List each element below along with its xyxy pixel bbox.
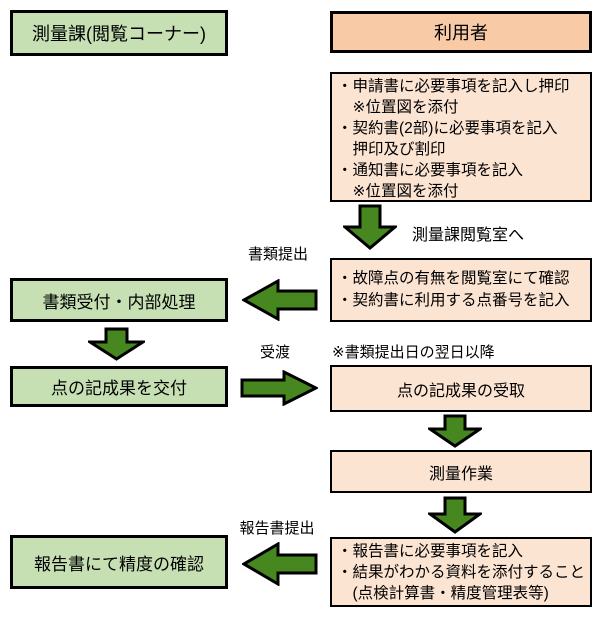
fault-check-box: ・故障点の有無を閲覧室にて確認 ・契約書に利用する点番号を記入 xyxy=(330,258,592,322)
submit-report-label: 報告書提出 xyxy=(239,520,315,537)
accuracy-check-box: 報告書にて精度の確認 xyxy=(10,535,228,589)
handover-label: 受渡 xyxy=(259,344,290,361)
application-line: ・申請書に必要事項を記入し押印 xyxy=(337,78,570,95)
application-line: ※位置図を添付 xyxy=(337,183,459,200)
to-reading-room-label: 測量課閲覧室へ xyxy=(412,227,525,244)
arrow-down-to-reading-room-icon xyxy=(343,204,397,250)
arrow-left-submit-report-icon xyxy=(242,542,318,586)
submit-documents-label: 書類提出 xyxy=(247,246,308,263)
arrow-down-to-report-icon xyxy=(428,496,482,534)
application-line: ・契約書(2部)に必要事項を記入 xyxy=(337,120,558,137)
accuracy-check-label: 報告書にて精度の確認 xyxy=(34,554,204,574)
survey-work-box: 測量作業 xyxy=(330,450,592,493)
surveying-section-header-box: 測量課(閲覧コーナー) xyxy=(10,10,228,56)
report-line: ・結果がわかる資料を添付すること xyxy=(337,564,586,581)
user-header-box: 利用者 xyxy=(330,11,592,53)
report-requirements-box: ・報告書に必要事項を記入 ・結果がわかる資料を添付すること (点検計算書・精度管… xyxy=(330,537,592,607)
application-requirements-box: ・申請書に必要事項を記入し押印 ※位置図を添付 ・契約書(2部)に必要事項を記入… xyxy=(330,72,592,202)
deliver-results-label: 点の記成果を交付 xyxy=(51,379,187,398)
arrow-down-to-survey-icon xyxy=(428,414,482,448)
report-line: (点検計算書・精度管理表等) xyxy=(337,585,549,602)
document-reception-label: 書類受付・内部処理 xyxy=(42,292,196,312)
survey-work-label: 測量作業 xyxy=(428,465,493,483)
fault-check-line: ・契約書に利用する点番号を記入 xyxy=(337,292,570,309)
application-line: ※位置図を添付 xyxy=(337,99,459,116)
arrow-right-handover-icon xyxy=(240,370,318,406)
arrow-down-left-column-icon xyxy=(88,327,145,361)
surveying-section-header-label: 測量課(閲覧コーナー) xyxy=(32,24,206,44)
arrow-left-submit-documents-icon xyxy=(242,279,318,321)
report-line: ・報告書に必要事項を記入 xyxy=(337,543,524,560)
receive-results-label: 点の記成果の受取 xyxy=(396,382,525,400)
application-line: 押印及び割印 xyxy=(337,141,446,158)
application-line: ・通知書に必要事項を記入 xyxy=(337,162,524,179)
deliver-results-box: 点の記成果を交付 xyxy=(10,366,228,407)
receive-results-box: 点の記成果の受取 xyxy=(330,365,592,412)
fault-check-line: ・故障点の有無を閲覧室にて確認 xyxy=(337,270,570,287)
next-day-note-label: ※書類提出日の翌日以降 xyxy=(332,344,495,361)
document-reception-box: 書類受付・内部処理 xyxy=(10,278,228,322)
user-header-label: 利用者 xyxy=(434,23,488,43)
